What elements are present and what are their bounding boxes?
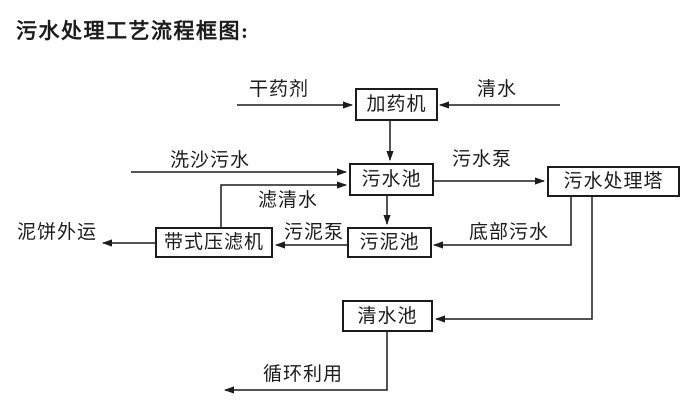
edge-label-sludge-pump: 污泥泵 [284, 222, 345, 243]
node-sludge-pool: 污泥池 [347, 227, 432, 258]
edge-recycle-use-out [224, 332, 388, 394]
edge-label-sewage-pump: 污水泵 [452, 149, 513, 170]
node-dosing-machine: 加药机 [355, 88, 438, 121]
edge-label-dry-chemical: 干药剂 [249, 79, 310, 100]
edge-label-sand-washing-sewage: 洗沙污水 [170, 150, 251, 171]
edge-tower-to-clean-pool [435, 197, 593, 323]
node-clean-water-pool: 清水池 [342, 300, 433, 332]
edge-label-filtered-water: 滤清水 [258, 190, 319, 211]
page-title: 污水处理工艺流程框图: [16, 19, 250, 43]
node-sewage-pool: 污水池 [349, 163, 434, 196]
edge-label-mud-cake-out: 泥饼外运 [17, 222, 98, 243]
node-sewage-treatment-tower: 污水处理塔 [547, 166, 680, 197]
edge-label-clean-water: 清水 [477, 79, 518, 100]
edge-label-bottom-sewage: 底部污水 [469, 222, 550, 243]
edge-bottom-sewage-return [433, 197, 572, 249]
edge-filtered-water-return [220, 181, 347, 227]
node-belt-filter-press: 带式压滤机 [155, 227, 273, 258]
edge-label-recycle-use: 循环利用 [263, 364, 344, 385]
